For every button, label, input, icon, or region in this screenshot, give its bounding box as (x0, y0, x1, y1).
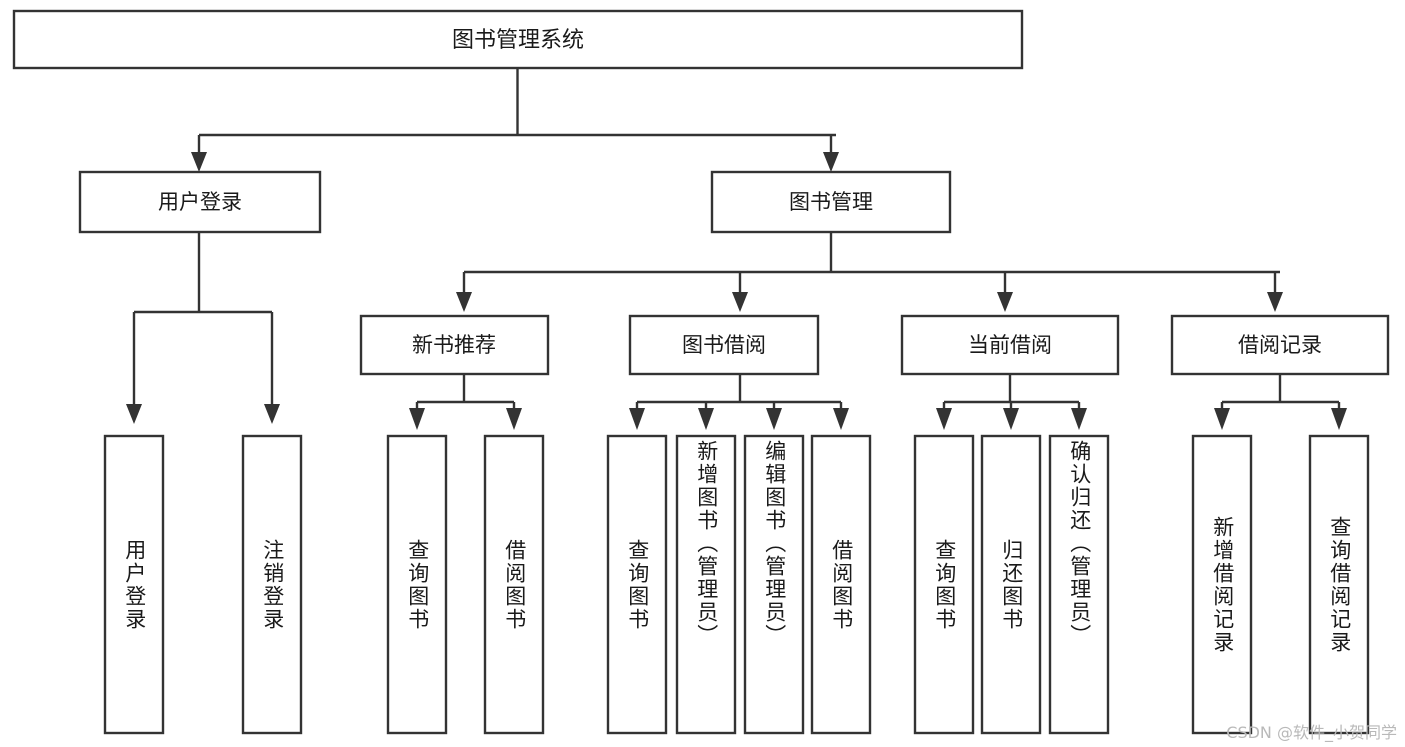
leaf-group-book-borrow (606, 434, 872, 735)
arrowhead-book-manage (823, 152, 839, 172)
node-root-rect[interactable] (12, 9, 1024, 70)
arrowhead-cb-leaf1 (936, 408, 952, 430)
arrowhead-bb-leaf3 (766, 408, 782, 430)
leaf-bb-query-book-rect[interactable] (606, 434, 668, 735)
connector-group-root (191, 68, 839, 172)
leaf-cb-query-book-rect[interactable] (913, 434, 975, 735)
arrowhead-br-leaf1 (1214, 408, 1230, 430)
arrowhead-nb-leaf1 (409, 408, 425, 430)
node-book-manage-label: 图书管理 (789, 190, 873, 214)
connector-group-book-borrow (629, 374, 849, 430)
arrowhead-new-book (456, 292, 472, 312)
connector-group-current-borrow (936, 374, 1087, 430)
leaf-br-add-record-rect[interactable] (1191, 434, 1253, 735)
node-current-borrow-rect[interactable] (900, 314, 1120, 376)
arrowhead-current (997, 292, 1013, 312)
leaf-bb-edit-book-rect[interactable] (743, 434, 805, 735)
arrowhead-bb-leaf1 (629, 408, 645, 430)
arrowhead-br-leaf2 (1331, 408, 1347, 430)
leaf-nb-query-book-rect[interactable] (386, 434, 448, 735)
leaf-br-query-record-rect[interactable] (1308, 434, 1370, 735)
node-book-manage[interactable]: 图书管理 (710, 170, 952, 234)
connector-group-book-manage (456, 232, 1283, 312)
node-current-borrow[interactable]: 当前借阅 (900, 314, 1120, 376)
node-book-manage-rect[interactable] (710, 170, 952, 234)
leaf-group-new-book (386, 434, 545, 735)
node-current-borrow-label: 当前借阅 (968, 333, 1052, 357)
arrowhead-record (1267, 292, 1283, 312)
leaf-nb-borrow-book-rect[interactable] (483, 434, 545, 735)
node-root-label: 图书管理系统 (452, 28, 584, 53)
connector-group-new-book (409, 374, 522, 430)
arrowhead-borrow (732, 292, 748, 312)
node-book-borrow-label: 图书借阅 (682, 333, 766, 357)
node-user-login-rect[interactable] (78, 170, 322, 234)
leaf-bb-borrow-book-rect[interactable] (810, 434, 872, 735)
leaf-bb-add-book-rect[interactable] (675, 434, 737, 735)
leaf-cb-return-book-rect[interactable] (980, 434, 1042, 735)
arrowhead-bb-leaf2 (698, 408, 714, 430)
leaf-user-login-rect[interactable] (103, 434, 165, 735)
leaf-group-borrow-record (1191, 434, 1370, 735)
arrowhead-cb-leaf2 (1003, 408, 1019, 430)
arrowhead-bb-leaf4 (833, 408, 849, 430)
arrowhead-leaf-user-login (126, 404, 142, 424)
arrowhead-cb-leaf3 (1071, 408, 1087, 430)
arrowhead-nb-leaf2 (506, 408, 522, 430)
csdn-watermark: CSDN @软件_小贺同学 (1226, 723, 1397, 742)
node-user-login-label: 用户登录 (158, 190, 242, 214)
node-borrow-record[interactable]: 借阅记录 (1170, 314, 1390, 376)
node-borrow-record-label: 借阅记录 (1238, 333, 1322, 357)
node-new-book-recommend-label: 新书推荐 (412, 333, 496, 357)
connector-group-borrow-record (1214, 374, 1347, 430)
node-new-book-recommend[interactable]: 新书推荐 (359, 314, 550, 376)
leaf-group-user-login (103, 434, 303, 735)
node-borrow-record-rect[interactable] (1170, 314, 1390, 376)
connector-group-user-login (126, 232, 280, 424)
node-user-login[interactable]: 用户登录 (78, 170, 322, 234)
arrowhead-user-login (191, 152, 207, 172)
leaf-group-current-borrow (913, 434, 1110, 735)
arrowhead-leaf-logout (264, 404, 280, 424)
node-new-book-recommend-rect[interactable] (359, 314, 550, 376)
leaf-logout-rect[interactable] (241, 434, 303, 735)
leaf-cb-confirm-return-rect[interactable] (1048, 434, 1110, 735)
node-book-borrow-rect[interactable] (628, 314, 820, 376)
node-book-borrow[interactable]: 图书借阅 (628, 314, 820, 376)
node-root[interactable]: 图书管理系统 (12, 9, 1024, 70)
